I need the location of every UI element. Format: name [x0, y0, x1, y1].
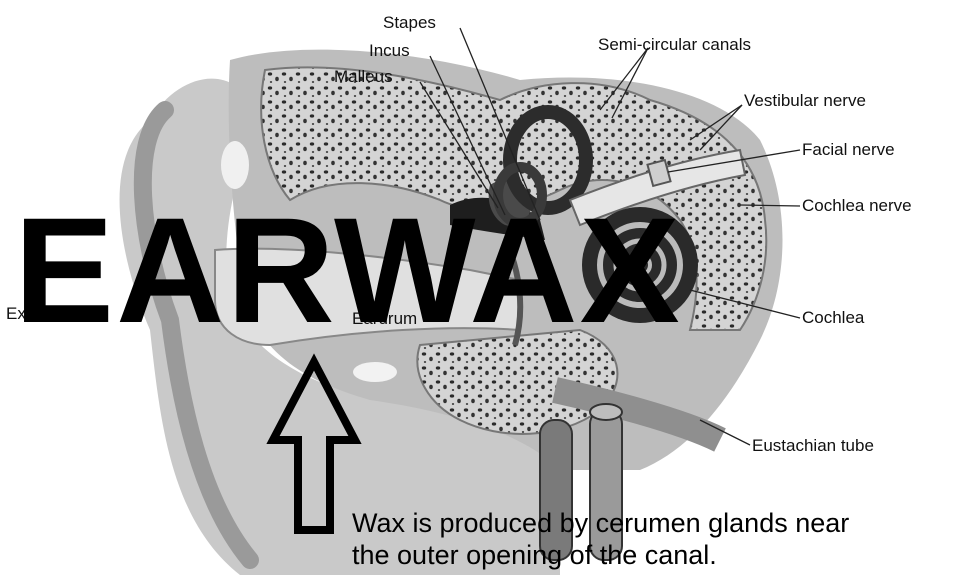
- caption-line-2: the outer opening of the canal.: [352, 539, 849, 571]
- label-malleus: Malleus: [334, 68, 393, 85]
- earwax-title: EARWAX: [14, 195, 682, 345]
- label-eustachian-tube: Eustachian tube: [752, 437, 874, 454]
- vessel-2-top: [590, 404, 622, 420]
- label-stapes: Stapes: [383, 14, 436, 31]
- label-cochlea: Cochlea: [802, 309, 864, 326]
- label-incus: Incus: [369, 42, 410, 59]
- cartilage-patch: [221, 141, 249, 189]
- caption: Wax is produced by cerumen glands near t…: [352, 507, 849, 571]
- label-cochlea-nerve: Cochlea nerve: [802, 197, 912, 214]
- label-vestibular-nerve: Vestibular nerve: [744, 92, 866, 109]
- canal-gland-patch: [353, 362, 397, 382]
- label-semicircular-canals: Semi-circular canals: [598, 36, 751, 53]
- caption-line-1: Wax is produced by cerumen glands near: [352, 507, 849, 539]
- label-facial-nerve: Facial nerve: [802, 141, 895, 158]
